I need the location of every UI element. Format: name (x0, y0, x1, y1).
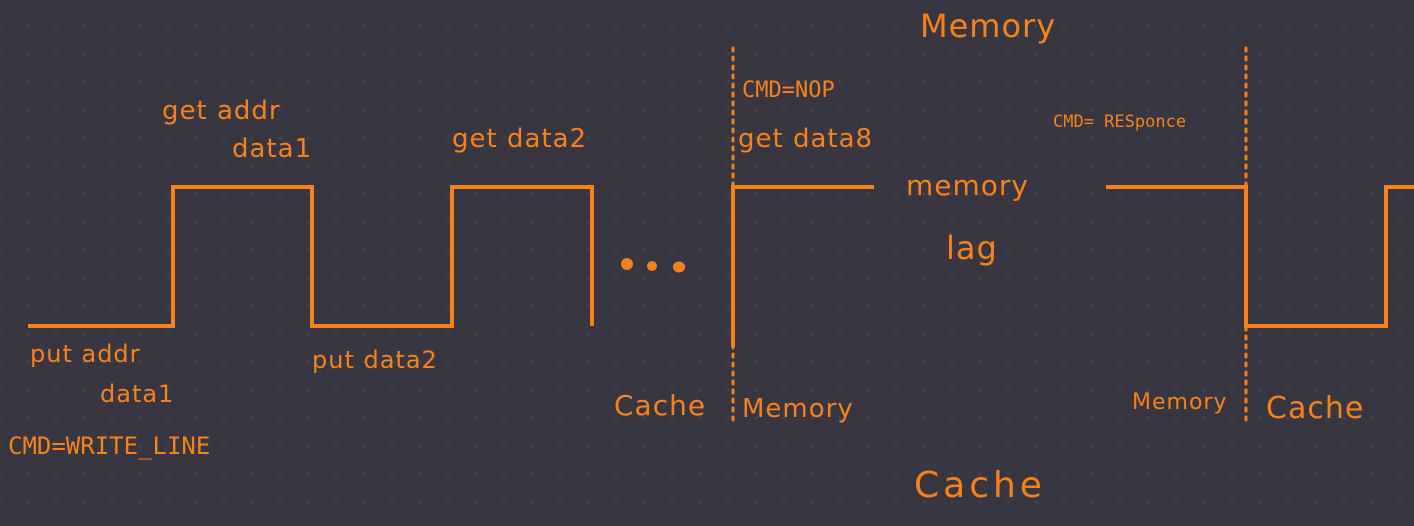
ellipsis-dot (673, 261, 685, 273)
cache-left-label: Cache (614, 389, 707, 422)
cmd-nop-label: CMD=NOP (742, 78, 835, 103)
signal-waveform-right (1106, 185, 1414, 328)
cache-right-label: Cache (1266, 391, 1365, 426)
get-addr-label: get addr (162, 96, 281, 126)
get-data8-label: get data8 (738, 124, 874, 154)
memory-left-label: Memory (742, 394, 854, 424)
memory-lag-label-line2: lag (946, 229, 998, 267)
ellipsis-dot (647, 261, 657, 271)
memory-lag-label-line1: memory (906, 169, 1029, 202)
cache-region-title: Cache (914, 465, 1046, 506)
ellipsis-dots (621, 258, 685, 273)
memory-right-label: Memory (1132, 390, 1228, 415)
data1-bottom-label: data1 (100, 380, 175, 408)
memory-region-title: Memory (920, 7, 1057, 45)
put-data2-label: put data2 (312, 346, 438, 374)
get-data2-label: get data2 (452, 124, 588, 154)
cmd-responce-label: CMD= RESponce (1053, 112, 1187, 132)
signal-waveform-left (28, 185, 594, 328)
signal-waveform-memory-phase (731, 185, 874, 347)
put-addr-label: put addr (30, 340, 141, 368)
data1-top-label: data1 (232, 134, 313, 164)
cmd-write-line-label: CMD=WRITE_LINE (8, 432, 211, 460)
ellipsis-dot (621, 258, 633, 270)
